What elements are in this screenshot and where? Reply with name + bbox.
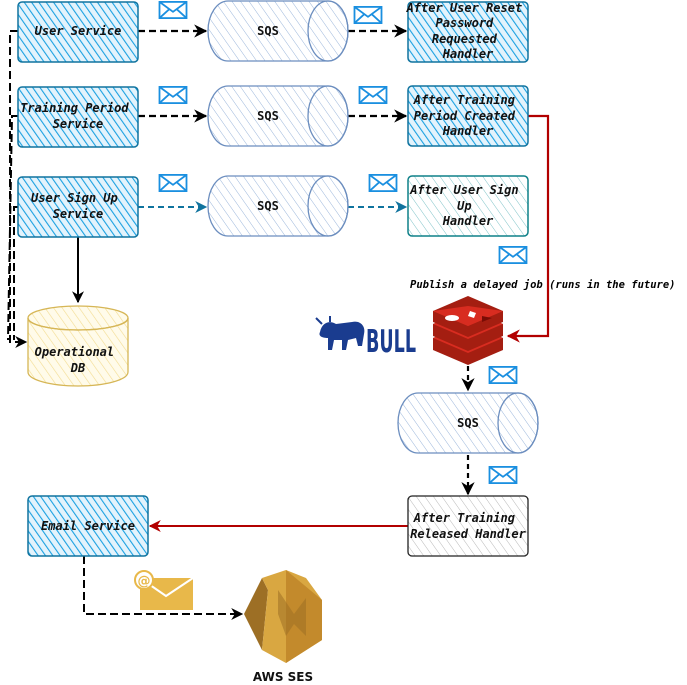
sqs-queue-2: SQS [207, 85, 349, 147]
training-service-to-db-connector [7, 115, 18, 341]
email-at-icon: @ [134, 570, 194, 610]
sqs-queue-3: SQS [207, 175, 349, 237]
envelope-icon [368, 174, 398, 192]
sqs-queue-4: SQS [397, 392, 539, 454]
user-service: User Service [17, 1, 139, 63]
signup-service-to-db-connector [13, 206, 18, 340]
envelope-icon [158, 86, 188, 104]
aws-ses-icon [244, 570, 322, 663]
training-released-handler-label: After Training Released Handler [410, 511, 526, 541]
sqs-queue-2-label: SQS [257, 109, 279, 123]
user-service-label: User Service [35, 24, 122, 38]
redis-icon [433, 296, 503, 365]
training-period-created-handler-label: After Training Period Created Handler [413, 93, 522, 138]
user-sign-up-handler: After User Sign Up Handler [407, 175, 529, 237]
envelope-icon [353, 6, 383, 24]
sqs-queue-1: SQS [207, 0, 349, 62]
bull-logo-text: BULL [366, 324, 416, 360]
email-service: Email Service [27, 495, 149, 557]
operational-db-label: Operational DB [35, 345, 122, 375]
email-service-to-ses-connector [83, 556, 244, 620]
delayed-job-annotation: Publish a delayed job (runs in the futur… [410, 279, 676, 291]
email-service-label: Email Service [41, 519, 135, 533]
sqs-queue-4-label: SQS [457, 416, 479, 430]
connectors [7, 24, 550, 620]
envelope-icon [358, 86, 388, 104]
envelope-icon [158, 174, 188, 192]
reset-password-handler-label: After User Reset Password Requested Hand… [406, 1, 530, 61]
envelope-icon [498, 246, 528, 264]
bull-icon: BULL [315, 316, 416, 360]
user-sign-up-service-label: User Sign Up Service [31, 191, 125, 221]
reset-password-handler: After User Reset Password Requested Hand… [406, 1, 530, 63]
user-sign-up-service: User Sign Up Service [17, 176, 139, 238]
svg-text:@: @ [138, 574, 151, 589]
user-sign-up-handler-label: After User Sign Up Handler [409, 183, 526, 228]
training-period-service: Training Period Service [17, 86, 139, 148]
envelope-icon [488, 366, 518, 384]
aws-ses-label: AWS SES [253, 670, 313, 684]
training-period-service-label: Training Period Service [20, 101, 136, 131]
training-period-created-handler: After Training Period Created Handler [407, 85, 529, 147]
envelope-icon [158, 1, 188, 19]
training-released-handler: After Training Released Handler [407, 495, 529, 557]
envelope-icon [488, 466, 518, 484]
sqs-queue-3-label: SQS [257, 199, 279, 213]
delayed-job-connector [506, 114, 550, 343]
operational-db: Operational DB [27, 305, 129, 387]
sqs-queue-1-label: SQS [257, 24, 279, 38]
